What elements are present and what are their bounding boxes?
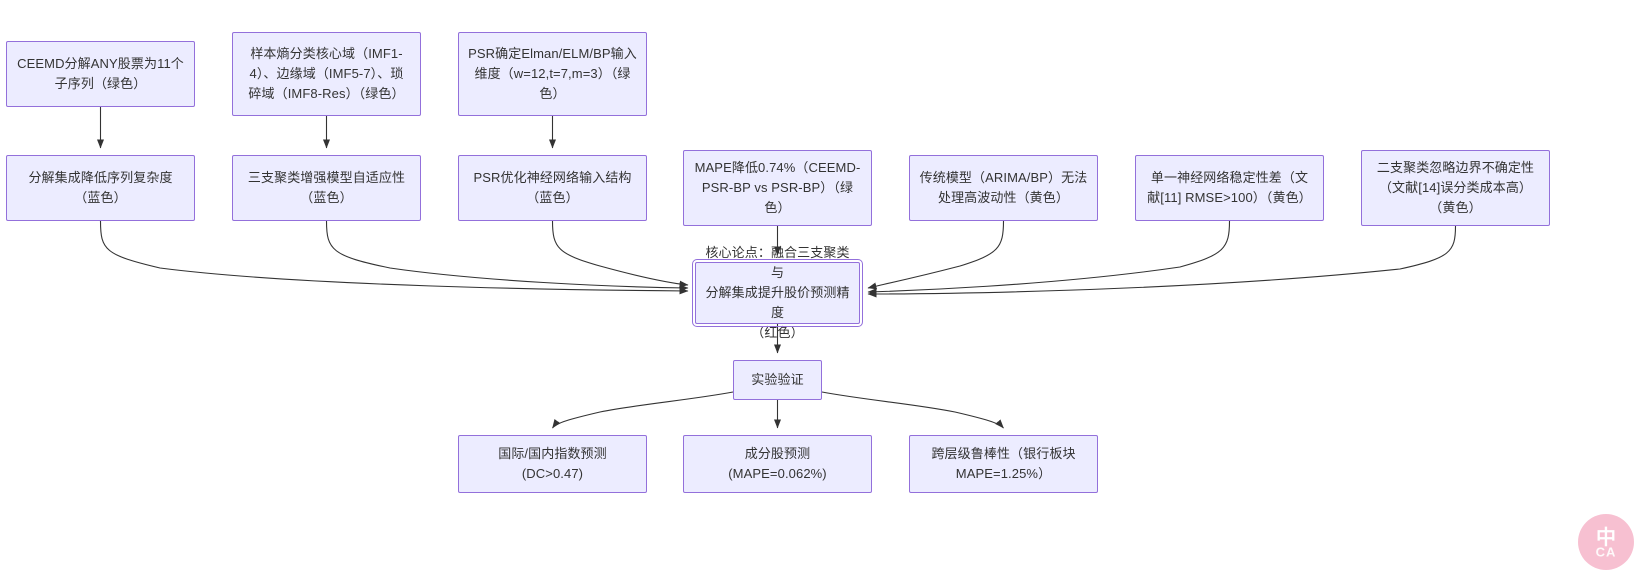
edge-n5-n11 <box>325 220 689 292</box>
watermark-cn-text: 中 <box>1596 526 1616 549</box>
flow-node-n8[interactable]: 传统模型（ARIMA/BP）无法 处理高波动性（黄色） <box>909 155 1098 221</box>
edge-n8-n11 <box>867 220 1005 290</box>
edge-n6-n11 <box>551 220 689 288</box>
flow-node-n1[interactable]: CEEMD分解ANY股票为11个 子序列（绿色） <box>6 41 195 107</box>
flow-node-n11[interactable]: 核心论点：融合三支聚类与 分解集成提升股价预测精度 （红色） <box>692 245 863 340</box>
edge-n9-n11 <box>867 220 1231 296</box>
flow-node-n7[interactable]: MAPE降低0.74%（CEEMD- PSR-BP vs PSR-BP）（绿 色… <box>683 150 872 226</box>
edge-n10-n11 <box>867 225 1457 298</box>
edge-n4-n11 <box>99 220 689 295</box>
watermark-en-text: CA <box>1595 544 1617 560</box>
flow-node-n15[interactable]: 跨层级鲁棒性（银行板块 MAPE=1.25%） <box>909 435 1098 493</box>
flow-node-n10[interactable]: 二支聚类忽略边界不确定性 （文献[14]误分类成本高） （黄色） <box>1361 150 1550 226</box>
flow-node-label: 二支聚类忽略边界不确定性 （文献[14]误分类成本高） （黄色） <box>1376 159 1535 216</box>
flow-node-label: 单一神经网络稳定性差（文 献[11] RMSE>100）（黄色） <box>1147 169 1312 205</box>
flow-node-n2[interactable]: 样本熵分类核心域（IMF1- 4）、边缘域（IMF5-7）、琐 碎域（IMF8-… <box>232 32 421 116</box>
flow-node-n12[interactable]: 实验验证 <box>733 360 822 400</box>
flow-node-label: PSR优化神经网络输入结构 （蓝色） <box>473 169 632 205</box>
flow-node-label: 实验验证 <box>751 371 804 387</box>
watermark-inner: 中 CA <box>1578 514 1634 570</box>
flow-node-n3[interactable]: PSR确定Elman/ELM/BP输入 维度（w=12,t=7,m=3）（绿 色… <box>458 32 647 116</box>
flow-node-label: 跨层级鲁棒性（银行板块 MAPE=1.25%） <box>931 445 1076 481</box>
watermark-badge: 中 CA <box>1578 514 1634 570</box>
flow-node-n5[interactable]: 三支聚类增强模型自适应性 （蓝色） <box>232 155 421 221</box>
flow-node-label: PSR确定Elman/ELM/BP输入 维度（w=12,t=7,m=3）（绿 色… <box>468 45 637 102</box>
flow-node-n6[interactable]: PSR优化神经网络输入结构 （蓝色） <box>458 155 647 221</box>
flow-node-label: 国际/国内指数预测 (DC>0.47) <box>498 445 607 481</box>
flow-node-n9[interactable]: 单一神经网络稳定性差（文 献[11] RMSE>100）（黄色） <box>1135 155 1324 221</box>
flow-node-label: 样本熵分类核心域（IMF1- 4）、边缘域（IMF5-7）、琐 碎域（IMF8-… <box>248 45 405 102</box>
flow-node-label: CEEMD分解ANY股票为11个 子序列（绿色） <box>17 55 184 91</box>
flow-node-n4[interactable]: 分解集成降低序列复杂度 （蓝色） <box>6 155 195 221</box>
flow-node-label: 成分股预测 (MAPE=0.062%) <box>728 445 827 481</box>
flow-node-label: 三支聚类增强模型自适应性 （蓝色） <box>247 169 406 205</box>
flow-node-n13[interactable]: 国际/国内指数预测 (DC>0.47) <box>458 435 647 493</box>
flow-node-label: 核心论点：融合三支聚类与 分解集成提升股价预测精度 （红色） <box>705 244 850 341</box>
edge-n12-n15 <box>821 391 1004 429</box>
edge-n12-n13 <box>552 391 734 429</box>
flow-node-label: 分解集成降低序列复杂度 （蓝色） <box>28 169 173 205</box>
flow-node-label: 传统模型（ARIMA/BP）无法 处理高波动性（黄色） <box>919 169 1088 205</box>
flow-node-n14[interactable]: 成分股预测 (MAPE=0.062%) <box>683 435 872 493</box>
flow-node-label: MAPE降低0.74%（CEEMD- PSR-BP vs PSR-BP）（绿 色… <box>694 159 861 216</box>
